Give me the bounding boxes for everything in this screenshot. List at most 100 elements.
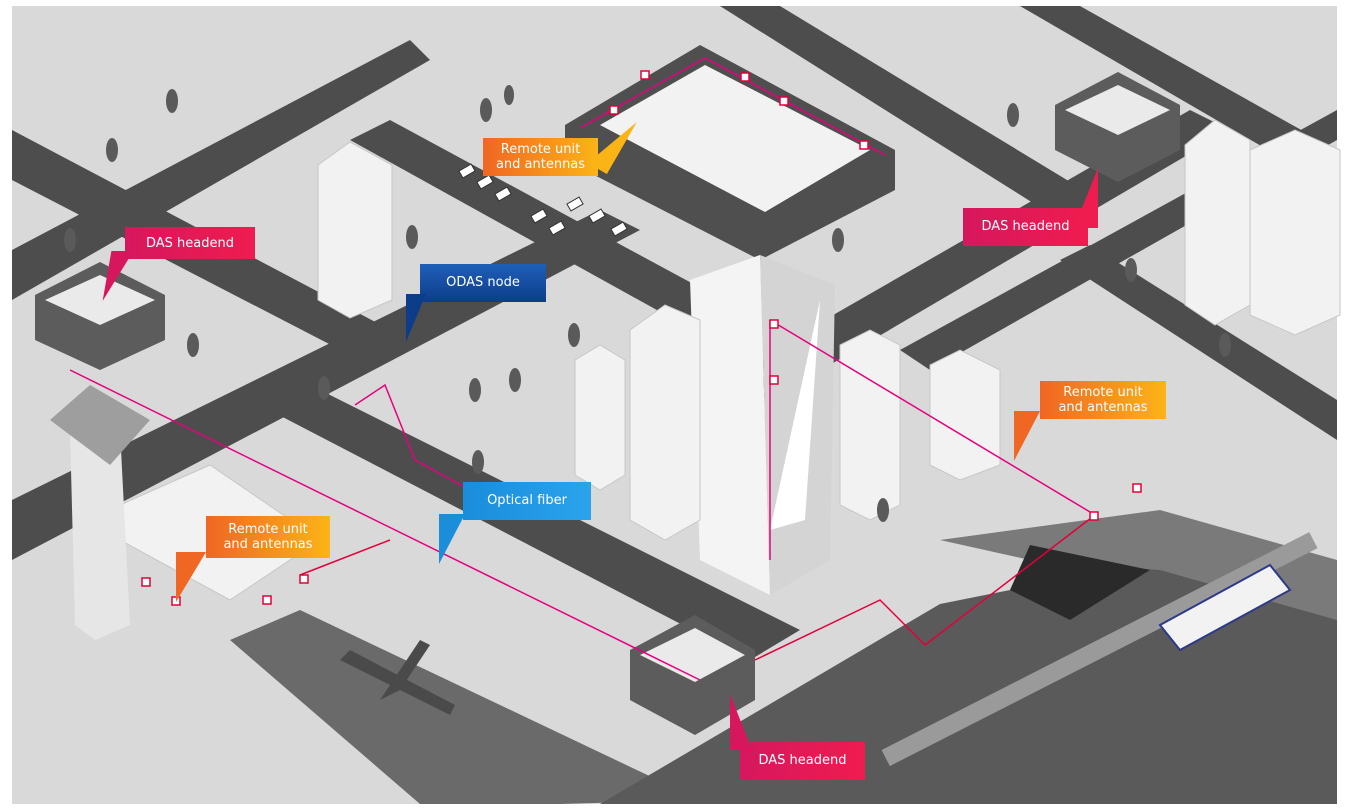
parked-cars [458,163,628,237]
tree-icon [509,368,521,392]
stack-right [929,349,1001,481]
car-icon [458,163,476,179]
tree-icon [106,138,118,162]
tower-shaft [70,430,130,640]
tree-icon [166,89,178,113]
antenna-marker [262,595,272,605]
tree-icon [187,333,199,357]
trees [64,85,1231,522]
antenna-marker [769,319,779,329]
tree-icon [406,225,418,249]
das-room-right [1055,72,1180,182]
callout-label: DAS headend [758,753,847,768]
car-icon [610,221,628,237]
tree-icon [832,228,844,252]
callout-pointer [730,694,752,750]
car-icon [566,196,584,212]
fiber-left-to-bottom [69,369,701,681]
stack-centre [574,344,626,491]
road-top-right [720,6,1100,220]
tree-icon [64,228,76,252]
stadium-fiber [579,57,886,156]
callout-label: Remote unit and antennas [495,142,586,172]
callout-remote-unit-building: Remote unit and antennas [1014,381,1166,461]
antenna-marker [609,105,619,115]
fiber-odas [354,383,471,491]
antenna-marker [740,72,750,82]
callout-pointer [176,552,206,602]
antenna-marker [769,375,779,385]
callout-pointer [439,514,465,564]
airplane-wing [380,640,430,700]
callout-optical-fiber: Optical fiber [439,482,591,564]
tree-icon [472,450,484,474]
callout-label: DAS headend [145,236,234,251]
callout-label: Remote unit and antennas [223,522,313,552]
antenna-marker [640,70,650,80]
fiber-terminal [299,539,391,576]
tree-icon [480,98,492,122]
tunnel-ramp [940,510,1337,620]
callout-pointer [1014,411,1040,461]
antenna-marker [1089,511,1099,521]
road-centre-diag [250,380,800,660]
callout-label: DAS headend [981,219,1070,234]
car-icon [494,186,512,202]
tower-cab [50,385,150,465]
road-right-long [720,110,1230,400]
tree-icon [877,498,889,522]
stadium [565,45,895,260]
car-icon [548,220,566,236]
car-icon [476,174,494,190]
das-room-bottom-floor [640,628,745,682]
callout-pointer [406,294,426,342]
antenna-marker [779,96,789,106]
callout-odas-node: ODAS node [406,264,546,342]
rail-track [881,532,1318,767]
buildings [119,119,1341,601]
callout-label: ODAS node [446,275,520,290]
road-top-far [1020,6,1337,190]
das-room-left [35,262,165,370]
train-body [1158,563,1292,652]
callout-remote-unit-airport: Remote unit and antennas [176,516,330,602]
skyscraper-glass [770,300,820,530]
antenna-markers [141,70,1142,606]
control-tower [50,385,150,640]
fiber-to-tunnel [754,514,1096,661]
antenna-marker [141,577,151,587]
tree-icon [469,378,481,402]
stack-far-right [1249,129,1341,336]
tree-icon [1125,258,1137,282]
tower-top-left [317,141,393,319]
callout-label: Optical fiber [487,493,567,508]
tree-icon [568,323,580,347]
das-room-left-floor [45,275,155,325]
callout-das-headend-left: DAS headend [102,227,255,301]
callout-remote-unit-stadium: Remote unit and antennas [483,106,637,176]
antenna-marker [1132,483,1142,493]
das-room-bottom [630,615,755,735]
road-top-left [12,40,430,300]
skyscraper-left-face [690,255,770,595]
callout-pointer [1074,168,1098,228]
road-right-cross [1060,245,1337,440]
stack-centre-left [629,304,701,541]
tree-icon [504,85,514,105]
tree-icon [1007,103,1019,127]
tower-right [1184,119,1251,326]
tunnel-mouth [1010,545,1150,620]
tree-icon [318,376,330,400]
antenna-marker [299,574,309,584]
callout-label: Remote unit and antennas [1058,385,1148,415]
stack-right-centre [839,329,901,521]
tree-icon [1219,333,1231,357]
train [1158,563,1292,652]
callout-das-headend-right: DAS headend [963,168,1098,246]
fiber-skyscraper-right [769,319,1096,516]
fiber-network [69,319,1096,681]
stadium-field [600,65,870,212]
antenna-marker [859,140,869,150]
car-icon [530,208,548,224]
airplane [340,640,455,715]
